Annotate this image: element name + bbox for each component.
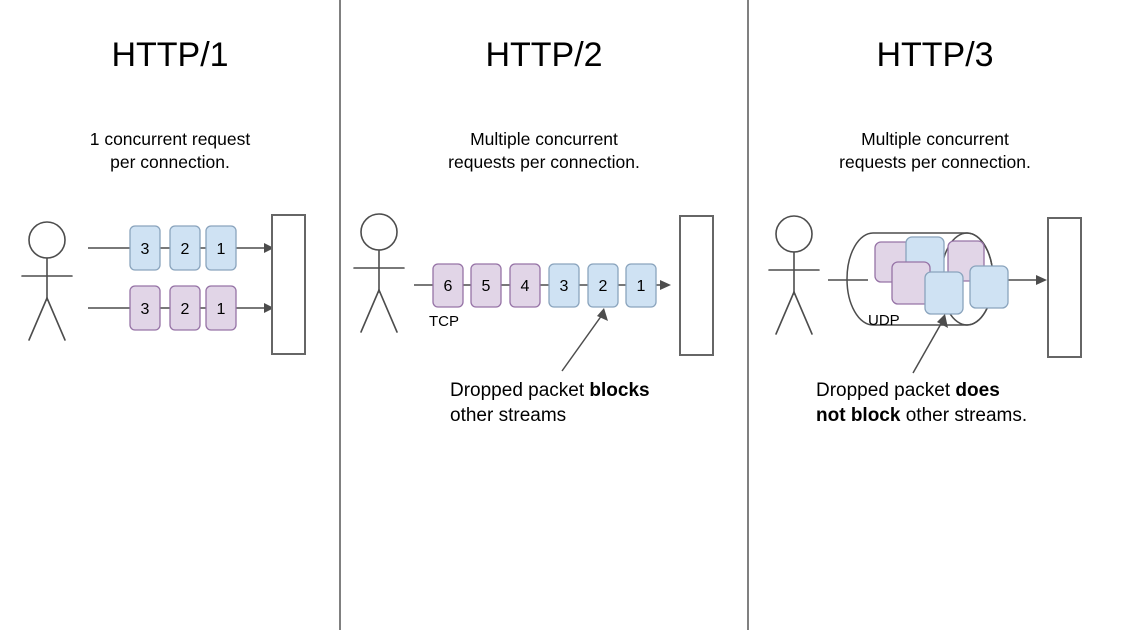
packet-box-dropped: 2 [587,263,619,308]
client-stick-figure [768,215,820,335]
packet-box: 3 [129,285,161,331]
caption-text: other streams [450,405,567,426]
packet-label: 5 [482,278,491,295]
transport-label-tcp: TCP [429,313,459,330]
packet-box: 2 [169,225,201,271]
packet-box: 1 [205,225,237,271]
stick-figure-leg-left [775,291,795,335]
panel-title-http1: HTTP/1 [111,36,229,74]
panel-description-http1: 1 concurrent request per connection. [0,128,340,174]
panel-description-http3: Multiple concurrent requests per connect… [748,128,1122,174]
annotation-arrowhead [597,308,608,321]
connection-1-arrowhead [264,243,274,253]
server-rectangle [1047,217,1082,358]
packet-cloud [874,236,1009,315]
packet-box: 4 [509,263,541,308]
stick-figure-leg-left [28,297,48,341]
stick-figure-head [775,215,813,253]
panel-http3: HTTP/3 Multiple concurrent requests per … [748,0,1122,630]
packet-box-dropped [924,271,964,315]
caption-line-2: other streams [450,403,650,428]
packet-label: 2 [599,278,608,295]
panel-title-http3: HTTP/3 [876,36,994,74]
panel-description-line: 1 concurrent request [89,129,251,149]
packet-label: 2 [181,241,190,258]
packet-label: 1 [217,241,226,258]
caption-line-2: not block other streams. [816,403,1027,428]
connection-2-arrowhead [264,303,274,313]
caption-text: other streams. [900,405,1028,426]
caption-emphasis: blocks [589,380,650,401]
packet-box: 2 [169,285,201,331]
packet-label: 3 [141,301,150,318]
client-stick-figure [353,213,405,333]
packet-box: 3 [129,225,161,271]
packet-box [891,261,931,305]
caption-emphasis: not block [816,405,901,426]
panel-description-line: Multiple concurrent [470,129,618,149]
packet-label: 3 [560,278,569,295]
annotation-arrow [912,321,943,374]
panel-description-line: requests per connection. [448,152,640,172]
packet-row-blue: 3 2 1 [129,225,237,271]
panel-description-line: requests per connection. [839,152,1031,172]
packet-label: 6 [444,278,453,295]
packet-box: 5 [470,263,502,308]
caption-line-1: Dropped packet blocks [450,378,650,403]
connection-arrowhead [660,280,671,290]
http1-illustration: 3 2 1 3 [21,214,306,355]
server-rectangle [679,215,714,356]
packet-box: 6 [432,263,464,308]
stick-figure-head [28,221,66,259]
stick-figure-leg-right [46,297,66,341]
packet-box: 1 [625,263,657,308]
caption-emphasis: does [955,380,1000,401]
caption-line-1: Dropped packet does [816,378,1027,403]
stick-figure-leg-right [793,291,813,335]
annotation-arrow [561,314,603,372]
panel-title-http2: HTTP/2 [485,36,603,74]
stick-figure-leg-right [378,289,398,333]
packet-row-purple: 3 2 1 [129,285,237,331]
packet-box: 3 [548,263,580,308]
annotation-arrowhead [937,314,948,328]
http3-illustration [768,215,1082,374]
panel-divider-1 [339,0,341,630]
stick-figure-head [360,213,398,251]
annotation-caption-http2: Dropped packet blocks other streams [450,378,650,428]
caption-text: Dropped packet [816,380,956,401]
packet-box: 1 [205,285,237,331]
packet-label: 4 [521,278,530,295]
panel-description-line: Multiple concurrent [861,129,1009,149]
annotation-caption-http3: Dropped packet does not block other stre… [816,378,1027,428]
packet-label: 1 [637,278,646,295]
transport-label-udp: UDP [868,312,900,329]
stick-figure-leg-left [360,289,380,333]
connection-arrowhead [1036,275,1047,285]
packet-box [969,265,1009,309]
client-stick-figure [21,221,73,341]
packet-label: 2 [181,301,190,318]
panel-divider-2 [747,0,749,630]
panel-description-http2: Multiple concurrent requests per connect… [340,128,748,174]
packet-label: 3 [141,241,150,258]
packet-label: 1 [217,301,226,318]
http2-illustration: 6 5 4 3 2 [353,213,714,372]
panel-http2: HTTP/2 Multiple concurrent requests per … [340,0,748,630]
server-rectangle [271,214,306,355]
caption-text: Dropped packet [450,380,590,401]
panel-http1: HTTP/1 1 concurrent request per connecti… [0,0,340,630]
panel-description-line: per connection. [110,152,230,172]
packet-stream: 6 5 4 3 2 [432,263,657,308]
